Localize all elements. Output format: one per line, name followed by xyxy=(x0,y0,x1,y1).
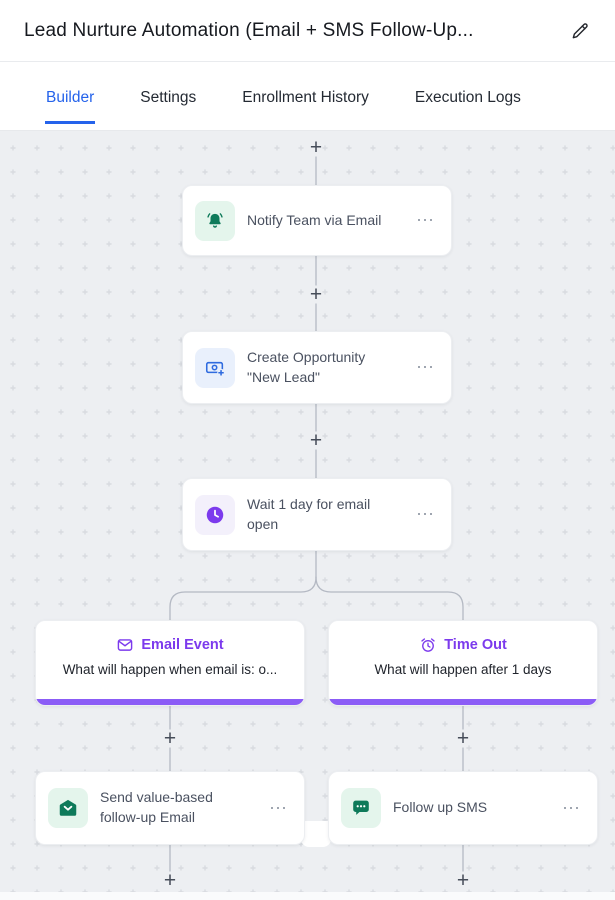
node-label: Notify Team via Email xyxy=(247,211,382,228)
branch-subtitle: What will happen when email is: o... xyxy=(62,662,278,677)
workflow-header: Lead Nurture Automation (Email + SMS Fol… xyxy=(0,0,615,62)
node-wait[interactable]: Wait 1 day for email open ⋯ xyxy=(182,478,452,551)
node-menu-button[interactable]: ⋯ xyxy=(416,210,435,230)
add-step-button-top[interactable]: + xyxy=(309,135,323,159)
node-menu-button[interactable]: ⋯ xyxy=(269,797,288,818)
pencil-icon xyxy=(570,21,590,41)
branch-title: Time Out xyxy=(444,637,507,653)
branch-accent-bar xyxy=(36,699,304,705)
branch-card-time-out[interactable]: Time Out What will happen after 1 days xyxy=(328,620,598,706)
node-label: Follow up SMS xyxy=(393,799,488,816)
tab-settings[interactable]: Settings xyxy=(140,89,197,106)
workflow-title: Lead Nurture Automation (Email + SMS Fol… xyxy=(24,19,474,41)
node-follow-up-sms[interactable]: Follow up SMS ⋯ xyxy=(328,771,598,845)
alarm-clock-icon xyxy=(419,636,437,654)
add-step-button-timeout-end[interactable]: + xyxy=(456,868,470,892)
tab-builder[interactable]: Builder xyxy=(45,62,96,124)
add-step-button-timeout-branch[interactable]: + xyxy=(456,726,470,750)
tab-execution-logs[interactable]: Execution Logs xyxy=(414,89,521,106)
add-step-button-email-branch[interactable]: + xyxy=(163,726,177,750)
node-menu-button[interactable]: ⋯ xyxy=(416,357,435,377)
tab-enrollment-history[interactable]: Enrollment History xyxy=(242,89,369,106)
node-menu-button[interactable]: ⋯ xyxy=(562,797,581,818)
node-menu-button[interactable]: ⋯ xyxy=(416,504,435,524)
branch-accent-bar xyxy=(329,699,597,705)
branch-card-email-event[interactable]: Email Event What will happen when email … xyxy=(35,620,305,706)
branch-title-row: Time Out xyxy=(343,636,583,654)
connector-lines xyxy=(169,156,464,872)
branch-title: Email Event xyxy=(141,637,224,653)
workflow-canvas[interactable]: + + + + + + + Notify Team via Email ⋯ Cr… xyxy=(0,131,615,900)
node-create-opportunity[interactable]: Create Opportunity "New Lead" ⋯ xyxy=(182,331,452,404)
branch-subtitle: What will happen after 1 days xyxy=(374,662,552,677)
envelope-icon xyxy=(116,636,134,654)
canvas-bottom-edge xyxy=(0,892,615,900)
add-step-button-2[interactable]: + xyxy=(309,428,323,452)
sms-bubble-icon xyxy=(341,788,381,828)
add-step-button-1[interactable]: + xyxy=(309,282,323,306)
bell-icon xyxy=(195,200,235,241)
branch-gap-connector xyxy=(301,821,331,847)
node-label: Send value-based follow-up Email xyxy=(100,789,213,825)
add-step-button-email-end[interactable]: + xyxy=(163,868,177,892)
edit-title-button[interactable] xyxy=(567,18,593,44)
tab-bar: Builder Settings Enrollment History Exec… xyxy=(0,62,615,131)
node-label: Wait 1 day for email open xyxy=(247,495,371,532)
node-notify-team[interactable]: Notify Team via Email ⋯ xyxy=(182,185,452,256)
clock-icon xyxy=(195,494,235,535)
mail-open-icon xyxy=(48,788,88,828)
node-label: Create Opportunity "New Lead" xyxy=(247,348,366,385)
opportunity-add-icon xyxy=(195,347,235,388)
branch-title-row: Email Event xyxy=(50,636,290,654)
node-send-followup-email[interactable]: Send value-based follow-up Email ⋯ xyxy=(35,771,305,845)
